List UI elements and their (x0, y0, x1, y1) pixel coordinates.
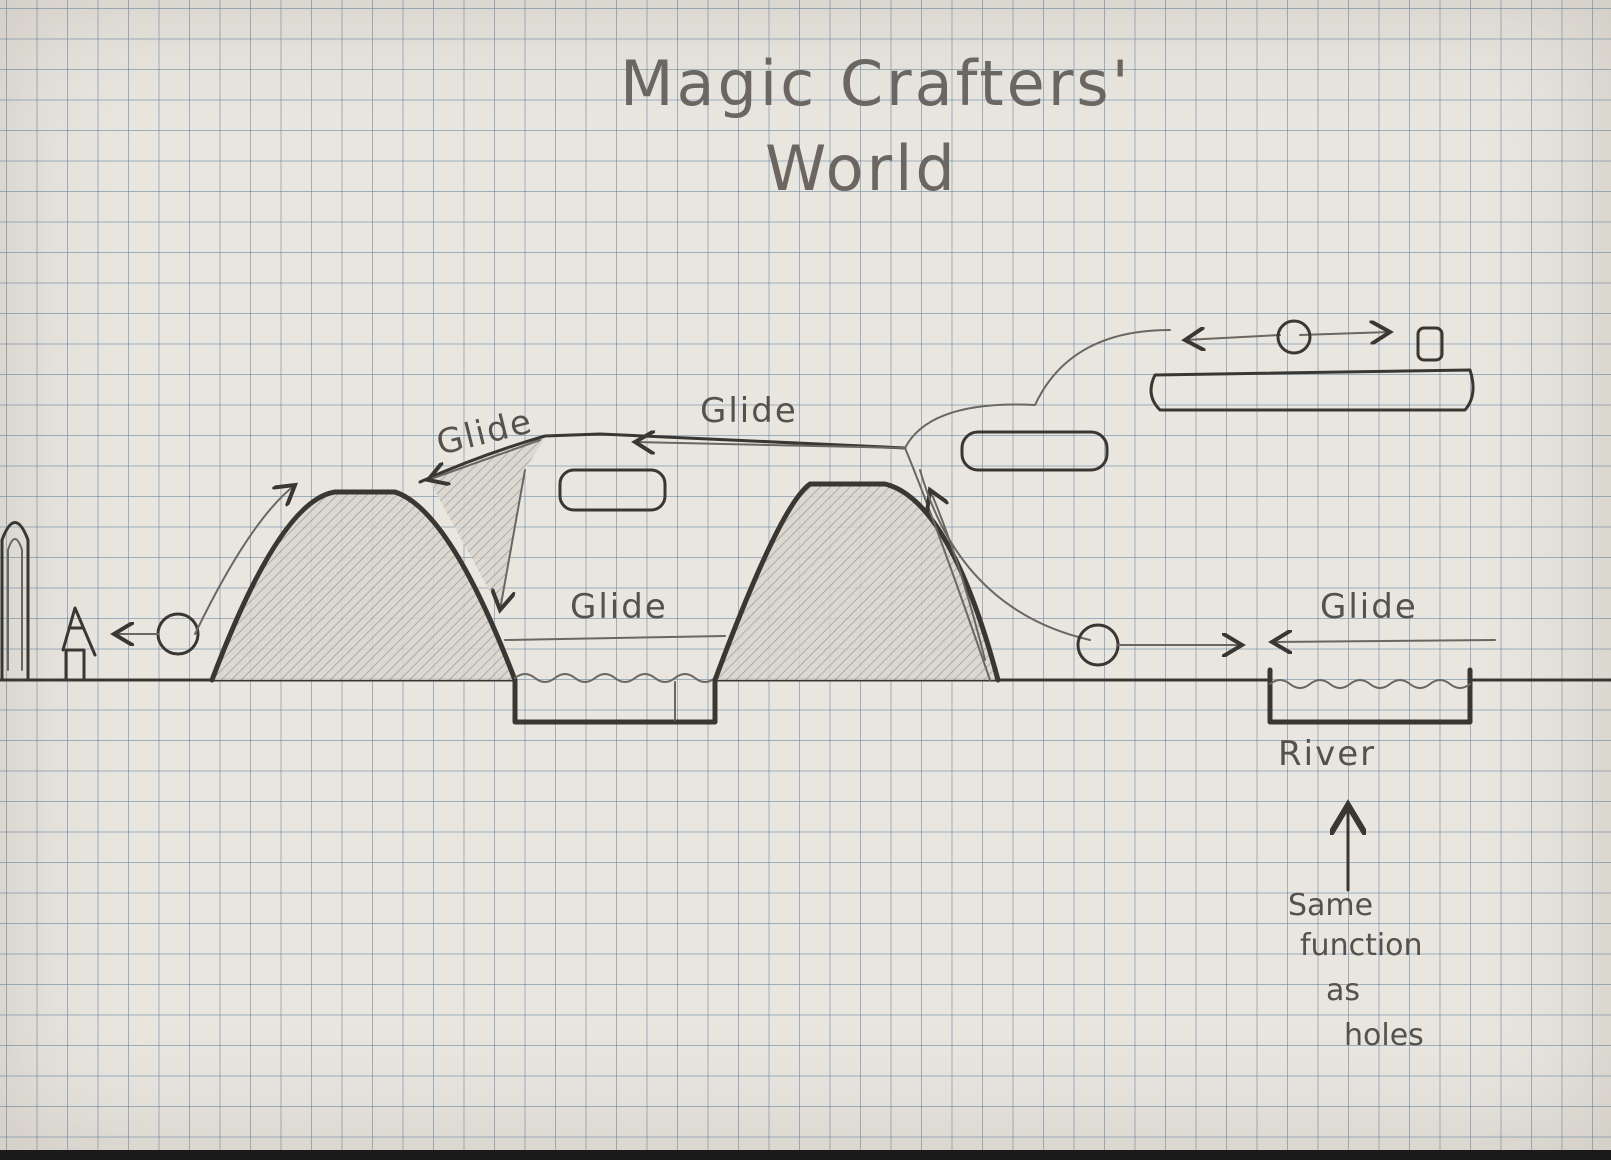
upper-arrow-left (1185, 335, 1281, 340)
note-line-2: function (1300, 928, 1423, 963)
upper-ledge-drop (500, 469, 526, 610)
title-line-1: Magic Crafters' (620, 47, 1132, 120)
glide-top-arrow (635, 442, 906, 448)
river (1267, 667, 1473, 725)
treasure-chest (1416, 326, 1444, 362)
hill-1-outline (209, 489, 518, 683)
note-line-1: Same (1288, 888, 1373, 923)
enemy-right (1076, 623, 1120, 667)
hill-1 (212, 492, 515, 680)
glide-river-arrow (1272, 640, 1496, 642)
door-arch (0, 521, 30, 682)
label-glide-top: Glide (700, 391, 798, 431)
hill-1-climb (194, 485, 295, 635)
upper-right-platform (1149, 368, 1475, 412)
pit-glide-path (504, 635, 726, 641)
label-glide-pit: Glide (570, 587, 668, 627)
upper-arrow-right (1299, 332, 1390, 335)
door-arch-inner (7, 538, 23, 671)
enemy-upper (1276, 319, 1312, 355)
river-water (1269, 679, 1471, 689)
floating-platform-1 (558, 468, 667, 512)
note-line-3: as (1326, 973, 1360, 1008)
upper-ledge-slope (430, 438, 545, 610)
note-line-4: holes (1344, 1018, 1424, 1053)
glide-upper-left-arrow (428, 439, 541, 480)
pit-water (514, 673, 716, 683)
hill-2-climb (930, 490, 986, 661)
slide-down-curve (919, 469, 1091, 641)
player-character (58, 606, 97, 682)
label-river: River (1278, 734, 1376, 774)
hill-2-back-slope (904, 447, 991, 681)
branch-curve (904, 329, 1171, 449)
label-glide-river: Glide (1320, 587, 1418, 627)
pit (512, 677, 718, 725)
hill-2 (715, 484, 998, 680)
hill-2-outline (712, 481, 1001, 683)
floating-platform-2 (960, 430, 1109, 472)
enemy-left (156, 612, 200, 656)
title-line-2: World (765, 132, 958, 205)
